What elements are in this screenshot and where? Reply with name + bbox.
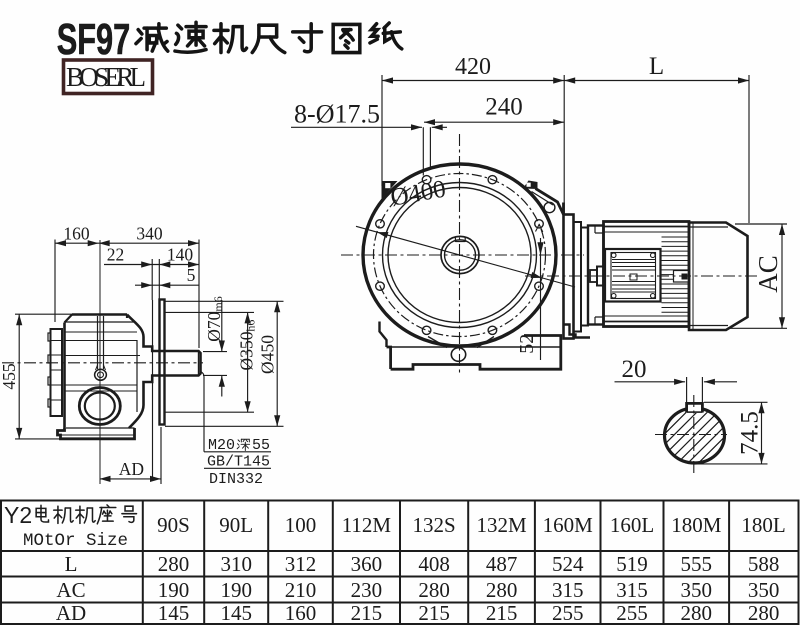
svg-text:408: 408 [418,552,450,576]
svg-text:280: 280 [748,601,780,625]
svg-text:160: 160 [285,601,317,625]
svg-text:140: 140 [167,245,194,265]
svg-text:215: 215 [418,601,450,625]
svg-text:455: 455 [0,363,19,390]
svg-text:GB/T145: GB/T145 [207,454,270,471]
svg-text:132M: 132M [477,513,528,537]
svg-text:180L: 180L [741,513,785,537]
svg-text:Ø350h6: Ø350h6 [237,320,258,371]
svg-text:20: 20 [622,356,647,383]
svg-text:315: 315 [552,578,584,602]
svg-text:588: 588 [748,552,780,576]
svg-text:519: 519 [616,552,648,576]
svg-text:350: 350 [748,578,780,602]
svg-text:350: 350 [681,578,713,602]
svg-text:280: 280 [681,601,713,625]
svg-text:AC: AC [56,578,85,602]
svg-text:52: 52 [516,334,538,354]
svg-text:180M: 180M [671,513,722,537]
svg-text:524: 524 [552,552,584,576]
svg-text:255: 255 [616,601,648,625]
svg-text:160M: 160M [543,513,594,537]
svg-text:487: 487 [486,552,518,576]
svg-text:AC: AC [753,255,783,293]
svg-text:Y2: Y2 [4,502,32,528]
svg-text:112M: 112M [342,513,392,537]
svg-text:145: 145 [220,601,252,625]
svg-text:420: 420 [455,54,491,80]
svg-text:L: L [65,552,78,576]
svg-text:230: 230 [351,578,383,602]
svg-text:AD: AD [119,459,144,479]
svg-text:240: 240 [485,94,523,121]
svg-text:8-Ø17.5: 8-Ø17.5 [294,100,380,129]
svg-text:L: L [649,53,664,80]
svg-text:210: 210 [285,578,317,602]
svg-text:132S: 132S [413,513,456,537]
svg-text:310: 310 [220,552,252,576]
svg-text:190: 190 [220,578,252,602]
svg-text:555: 555 [681,552,713,576]
svg-text:255: 255 [552,601,584,625]
svg-text:160: 160 [63,224,90,244]
svg-text:360: 360 [351,552,383,576]
svg-text:190: 190 [158,578,190,602]
svg-text:280: 280 [418,578,450,602]
svg-text:215: 215 [486,601,518,625]
svg-text:AD: AD [56,601,86,625]
svg-text:280: 280 [158,552,190,576]
svg-text:DIN332: DIN332 [209,471,263,488]
svg-text:Ø450: Ø450 [258,335,278,374]
svg-text:90S: 90S [157,513,190,537]
svg-text:5: 5 [187,265,196,285]
svg-text:340: 340 [136,224,163,244]
svg-text:280: 280 [486,578,518,602]
svg-text:312: 312 [285,552,317,576]
svg-text:SF97: SF97 [57,16,131,65]
svg-text:145: 145 [158,601,190,625]
svg-text:55: 55 [252,437,270,454]
svg-text:BOSERL: BOSERL [66,62,146,92]
svg-text:160L: 160L [610,513,654,537]
svg-text:MOtOr Size: MOtOr Size [23,531,128,551]
svg-text:100: 100 [285,513,317,537]
svg-text:90L: 90L [219,513,253,537]
svg-text:22: 22 [107,245,125,265]
svg-text:315: 315 [616,578,648,602]
svg-text:M20: M20 [208,437,235,454]
svg-text:74.5: 74.5 [737,411,764,455]
svg-text:215: 215 [351,601,383,625]
